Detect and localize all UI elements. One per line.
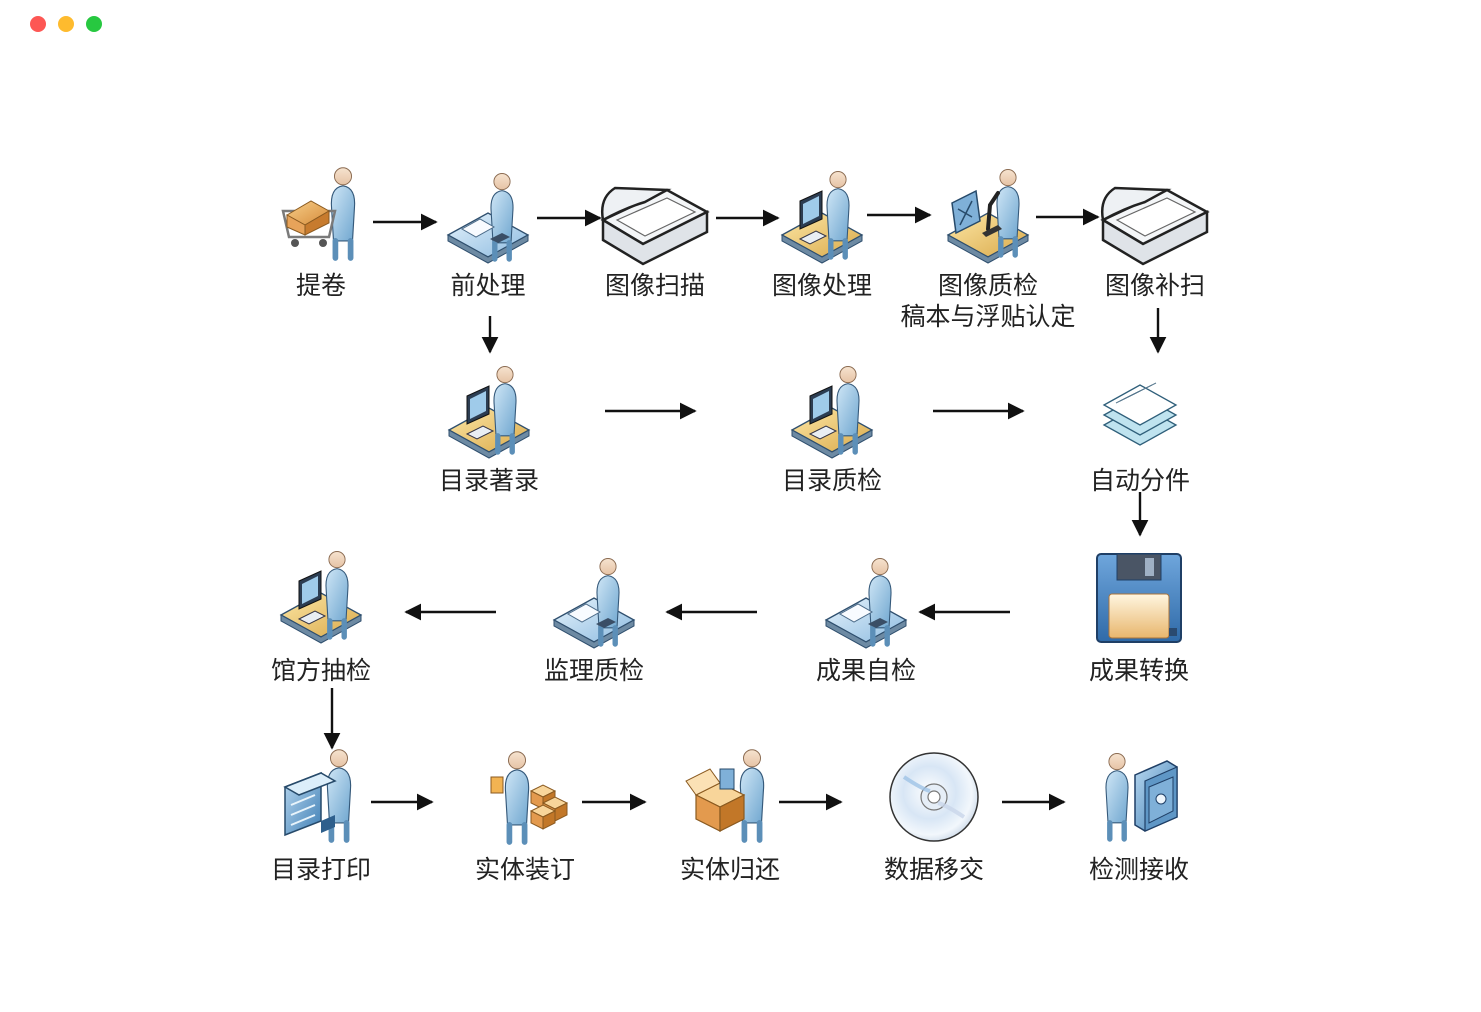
edges-layer: [323, 206, 1167, 811]
documents-stack-icon: [1102, 382, 1178, 446]
node-label-line: 实体归还: [679, 855, 781, 884]
node-label-chengguo_zijian: 成果自检: [816, 655, 916, 686]
node-label-jianli_zhijian: 监理质检: [544, 655, 644, 686]
safe-worker-icon: [1105, 753, 1178, 842]
node-label-tijuan: 提卷: [296, 270, 346, 301]
node-label-tuxiangbusao: 图像补扫: [1105, 270, 1205, 301]
node-label-line: 自动分件: [1089, 466, 1191, 495]
window-controls: [30, 16, 102, 32]
computer-worker-icon: [790, 366, 874, 459]
node-label-line: 图像补扫: [1104, 271, 1206, 300]
node-label-line: 目录打印: [270, 855, 372, 884]
box-worker-icon: [685, 749, 765, 843]
zoom-button[interactable]: [86, 16, 102, 32]
node-label-jiance_jieshou: 检测接收: [1089, 854, 1189, 885]
node-label-line: 数据移交: [883, 855, 985, 884]
node-label-shiti_zhuangding: 实体装订: [475, 854, 575, 885]
node-label-line: 馆方抽检: [270, 656, 372, 685]
node-label-line: 前处理: [450, 271, 526, 300]
node-label-line: 实体装订: [474, 855, 576, 884]
computer-worker-icon: [780, 171, 864, 264]
minimize-button[interactable]: [58, 16, 74, 32]
desk-worker-icon: [552, 558, 636, 649]
node-label-tuxiangchuli: 图像处理: [772, 270, 872, 301]
scanner-icon: [600, 186, 710, 266]
cd-disc-icon: [889, 752, 979, 842]
node-label-line: 图像质检: [937, 271, 1039, 300]
node-label-mulu_zhijian: 目录质检: [782, 465, 882, 496]
node-label-line: 监理质检: [543, 656, 645, 685]
node-label-chengguo_zhuanhuan: 成果转换: [1089, 655, 1189, 686]
node-label-qianchuli: 前处理: [450, 270, 525, 301]
desk-worker-icon: [824, 558, 908, 649]
node-label-mulu_dayin: 目录打印: [271, 854, 371, 885]
node-label-shiti_guihuan: 实体归还: [680, 854, 780, 885]
node-label-line: 检测接收: [1088, 855, 1190, 884]
node-label-shuju_yijiao: 数据移交: [884, 854, 984, 885]
node-label-line-2: 稿本与浮贴认定: [900, 302, 1076, 331]
cart-person-icon: [281, 167, 356, 261]
boxes-worker-icon: [490, 751, 569, 845]
icons-layer: [279, 167, 1210, 845]
node-label-line: 图像扫描: [604, 271, 706, 300]
floppy-disk-icon: [1096, 553, 1182, 643]
node-label-line: 成果自检: [815, 656, 917, 685]
node-label-line: 提卷: [295, 271, 347, 300]
node-label-tuxiangsaomiao: 图像扫描: [605, 270, 705, 301]
node-label-tuxiangzhijian: 图像质检稿本与浮贴认定: [900, 270, 1075, 332]
node-label-guanfang_choujian: 馆方抽检: [271, 655, 371, 686]
node-label-line: 目录质检: [781, 466, 883, 495]
node-label-line: 图像处理: [771, 271, 873, 300]
microscope-worker-icon: [946, 169, 1030, 264]
node-label-zidong_fenjian: 自动分件: [1090, 465, 1190, 496]
scanner-icon: [1100, 186, 1210, 266]
computer-worker-icon: [447, 366, 531, 459]
desk-worker-icon: [446, 173, 530, 264]
printer-worker-icon: [283, 749, 352, 843]
node-label-line: 成果转换: [1088, 656, 1190, 685]
node-label-line: 目录著录: [438, 466, 540, 495]
close-button[interactable]: [30, 16, 46, 32]
node-label-mulu_zhulu: 目录著录: [439, 465, 539, 496]
computer-worker-icon: [279, 551, 363, 644]
